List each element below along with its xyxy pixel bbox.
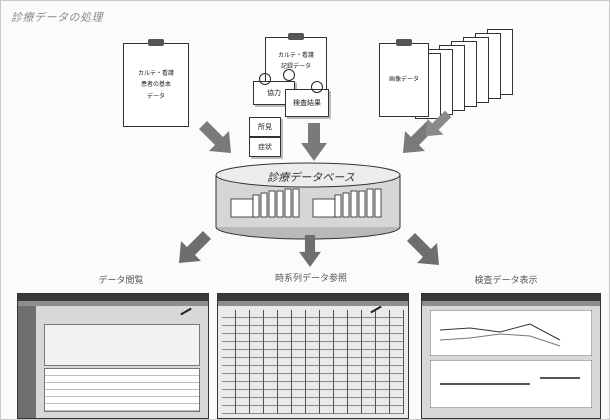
arrow-down-icon: [297, 235, 323, 267]
sticky-note-label: 協力: [267, 89, 281, 97]
table-panel: [44, 368, 200, 412]
line-graph-panel: [430, 310, 592, 356]
data-view-screenshot: [17, 293, 209, 419]
data-grid: [222, 310, 404, 414]
bar-graph-panel: [430, 360, 592, 408]
output-caption-data-view: データ閲覧: [61, 273, 181, 286]
window-titlebar: [218, 294, 408, 301]
clipboard-line: データ: [147, 91, 165, 102]
clipboard-sheet: カルテ・看護 患者の基本 データ: [123, 43, 189, 127]
sticky-note-label: 所見: [258, 123, 272, 131]
sidebar-panel: [18, 306, 36, 418]
patient-basic-data-clipboard: カルテ・看護 患者の基本 データ: [123, 43, 189, 127]
sticky-note-test-results: 検査結果: [285, 89, 329, 117]
window-titlebar: [18, 294, 208, 301]
logo-icon: [180, 308, 195, 323]
arrow-down-left-icon: [173, 229, 213, 269]
clip-icon: [396, 39, 412, 46]
arrow-down-left-icon: [421, 109, 453, 141]
test-graph-screenshot: [421, 293, 601, 419]
database-label: 診療データベース: [251, 169, 371, 185]
window-menubar: [422, 301, 600, 306]
window-titlebar: [422, 294, 600, 301]
clipboard-line: 画像データ: [389, 74, 419, 85]
clipboard-sheet: 画像データ: [379, 43, 429, 117]
image-data-stack: 画像データ: [377, 25, 517, 121]
sticky-note-label: 検査結果: [293, 99, 321, 107]
sticky-note-label: 症状: [258, 143, 272, 151]
page-title: 診療データの処理: [11, 9, 103, 25]
sticky-note-symptoms: 症状: [249, 137, 281, 157]
arrow-down-right-icon: [197, 119, 237, 159]
image-data-clipboard: 画像データ: [379, 43, 429, 117]
output-caption-timeseries: 時系列データ参照: [241, 271, 381, 284]
sticky-note-findings: 所見: [249, 117, 281, 137]
timeseries-screenshot: [217, 293, 409, 419]
output-caption-test-graph: 検査データ表示: [441, 273, 571, 286]
ring-icon: [259, 73, 271, 85]
clip-icon: [148, 39, 164, 46]
clipboard-line: カルテ・看護: [138, 68, 174, 79]
arrow-down-right-icon: [405, 231, 445, 271]
ring-icon: [311, 81, 323, 93]
clipboard-line: カルテ・看護: [278, 50, 314, 61]
ring-icon: [283, 69, 295, 81]
content-panel: [44, 324, 200, 366]
clipboard-line: 患者の基本: [141, 79, 171, 90]
clip-icon: [288, 33, 304, 40]
window-menubar: [18, 301, 208, 306]
arrow-down-icon: [301, 123, 327, 161]
